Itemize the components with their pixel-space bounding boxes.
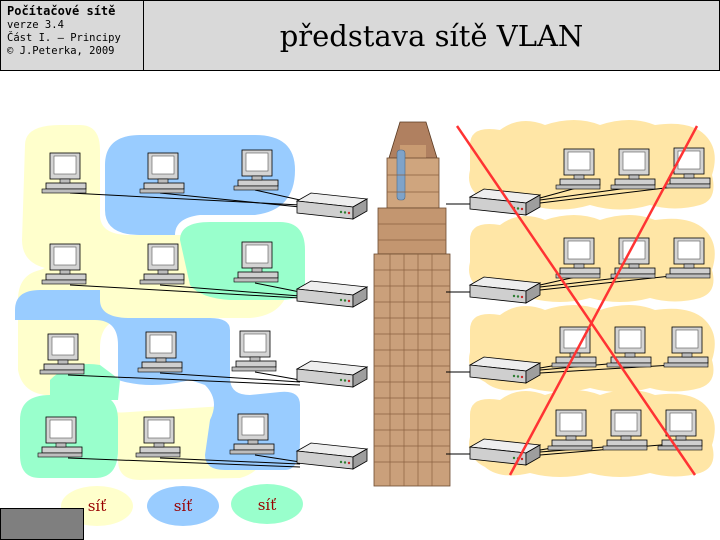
left-cables <box>67 189 301 468</box>
version-text: verze 3.4 <box>7 19 64 31</box>
switch-icon <box>296 360 368 388</box>
legend-swatch-green <box>231 484 303 524</box>
course-title: Počítačové sítě <box>7 4 116 18</box>
legend-label-green: síť <box>258 496 277 514</box>
slide-title-box: představa sítě VLAN <box>144 0 720 71</box>
legend-swatch-blue <box>147 486 219 526</box>
switch-icon <box>296 442 368 470</box>
computer-icon <box>231 330 277 372</box>
cross-out-mark <box>455 125 699 476</box>
copyright-text: © J.Peterka, 2009 <box>7 45 115 57</box>
part-text: Část I. – Principy <box>7 32 121 44</box>
switch-icon <box>296 280 368 308</box>
corner-box <box>0 508 84 540</box>
skyscraper-icon <box>373 121 451 487</box>
left-switches <box>296 192 368 470</box>
legend-label-yellow: síť <box>88 497 107 515</box>
legend-label-blue: síť <box>174 497 193 515</box>
header-info-box: Počítačové sítě verze 3.4 Část I. – Prin… <box>0 0 144 71</box>
slide-title: představa sítě VLAN <box>279 18 584 53</box>
legend: síť síť síť <box>61 484 303 526</box>
switch-icon <box>296 192 368 220</box>
